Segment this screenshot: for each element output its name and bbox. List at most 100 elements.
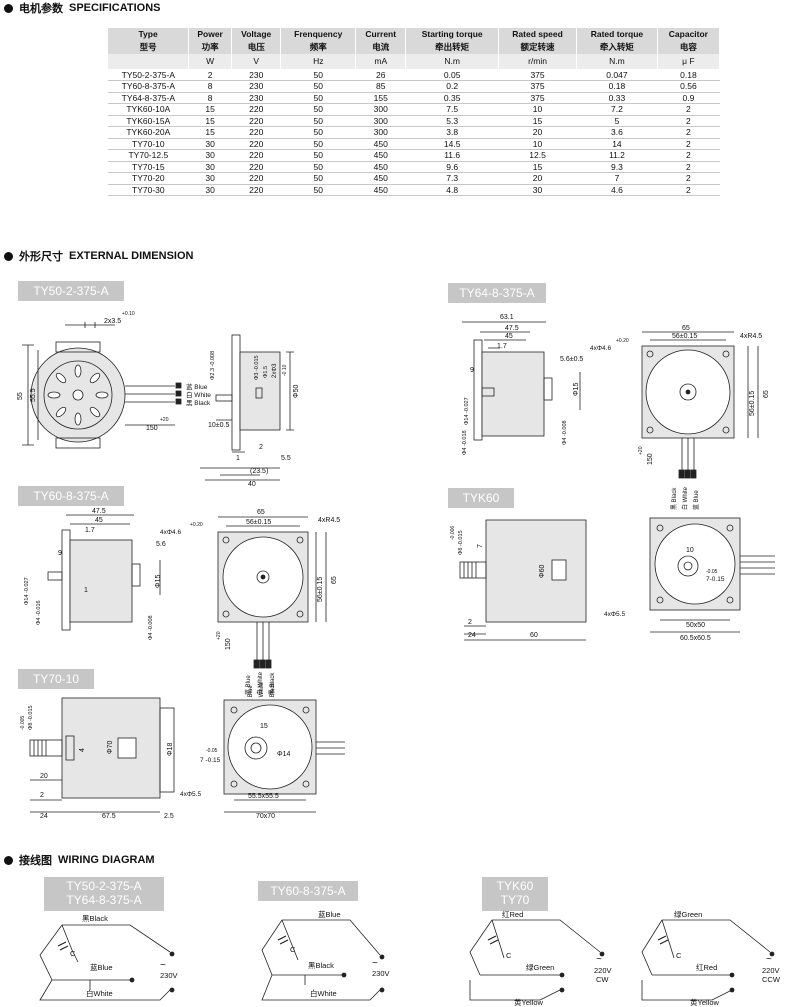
table-header-unit-1: W — [188, 54, 233, 69]
ty60-s1: Φ14 -0.027 — [24, 577, 30, 605]
table-cell: 3.8 — [405, 126, 499, 139]
tag-ty64: TY64-8-375-A — [448, 283, 546, 303]
ty50-bottom-flange — [55, 437, 101, 449]
tyk60-s1: Φ8 -0.015 — [458, 530, 464, 555]
wiring-diagram-2 — [261, 919, 385, 1001]
table-cell: 220 — [231, 161, 281, 173]
ty70-s1: Φ8 -0.015 — [28, 705, 34, 730]
ty50-wire-blue: 蓝 Blue — [186, 382, 208, 391]
section-title-cn: 外形尺寸 — [19, 251, 63, 263]
ty64-front-labels: 4xΦ4.6 +0.20 65 56±0.15 4xR4.5 56±0.15 6… — [590, 325, 770, 510]
wiring-3-v: 220V — [594, 966, 612, 975]
tyk60-side-body — [485, 519, 587, 623]
tyk60-side-view — [459, 519, 587, 641]
wiring-4-labels: 绿Green 红Red 黄Yellow C ~ 220V CCW — [674, 910, 781, 1007]
wiring-3-ac: ~ — [596, 954, 602, 965]
ty50-wire-black: 黑 Black — [186, 399, 211, 407]
table-cell: 230 — [231, 69, 281, 81]
table-cell: 4.6 — [576, 184, 658, 196]
table-cell: 30 — [498, 184, 577, 196]
ty60-wire-blue: 蓝 Blue — [246, 685, 254, 705]
section-title-en: SPECIFICATIONS — [69, 2, 161, 14]
wiring-diagram-1 — [39, 924, 175, 1001]
table-cell: 15 — [188, 103, 232, 116]
ty64-side-plate — [473, 339, 483, 441]
table-cell: 8 — [188, 92, 232, 104]
table-cell: 50 — [280, 149, 356, 162]
tyk60-side-labels: Φ8 -0.015 -0.006 7 Φ60 2 24 60 — [450, 526, 546, 639]
ty50-len-tol: +20 — [160, 417, 169, 423]
table-header-unit-0 — [108, 54, 190, 69]
tyk60-holes: 4xΦ5.5 — [604, 611, 625, 618]
table-cell: 7.5 — [405, 103, 499, 116]
table-cell: 50 — [280, 161, 356, 173]
wiring-2-v: 230V — [372, 969, 390, 978]
ty60-side-view — [47, 514, 161, 631]
ty64-side-body — [481, 351, 545, 437]
table-cell: TYK60-20A — [108, 126, 189, 139]
ty70-w1: 55.5x55.5 — [248, 793, 279, 800]
ty60-front-labels: 4xΦ4.6 +0.20 65 56±0.15 4xR4.5 56±0.15 6… — [160, 509, 340, 705]
wiring-4-yellow: 黄Yellow — [690, 997, 719, 1007]
table-cell: 30 — [188, 138, 232, 150]
ty50-s4: 2xΦ3 — [272, 363, 278, 378]
table-cell: TYK60-15A — [108, 115, 189, 127]
wiring-1-coils — [39, 924, 91, 1001]
table-cell: 0.18 — [657, 69, 720, 81]
ty70-n25: 2.5 — [164, 813, 174, 820]
ty50-b4: 5.5 — [281, 455, 291, 462]
table-cell: 2 — [657, 161, 720, 173]
ty50-b6: 40 — [248, 481, 256, 488]
ty50-front-view — [22, 322, 182, 449]
tyk60-n10: 10 — [686, 547, 694, 554]
ty70-tol: -0.05 — [206, 748, 218, 754]
ty70-wire-blue: 蓝 Blue — [244, 675, 252, 695]
ty50-side-labels: Φ2.3 -0.008 Φ3 -0.015 Φ1.5 2xΦ3 Φ50 -0.1… — [208, 351, 300, 488]
table-cell: TY70-12.5 — [108, 149, 189, 162]
wiring-1-c: C — [70, 949, 76, 958]
ty50-side-view — [200, 334, 294, 481]
table-cell: 0.56 — [657, 80, 720, 93]
table-cell: 50 — [280, 92, 356, 104]
ty64-w2: 47.5 — [505, 325, 519, 332]
ty70-n24: 24 — [40, 813, 48, 820]
ty50-h1: 55 — [17, 392, 24, 400]
ty64-w3: 45 — [505, 333, 513, 340]
table-header-cn-6: 额定转速 — [498, 41, 578, 54]
table-cell: 50 — [280, 80, 356, 93]
table-header-7: Rated torque — [576, 28, 658, 41]
section-dimension-title: 外形尺寸 EXTERNAL DIMENSION — [4, 248, 193, 264]
wiring-2-c: C — [290, 945, 296, 954]
ty70-dia: Φ70 — [107, 741, 114, 754]
table-cell: 2 — [657, 172, 720, 185]
table-cell: 2 — [657, 103, 720, 116]
ty50-side-plate — [231, 334, 241, 451]
ty64-w6: 56±0.15 — [672, 333, 697, 340]
ty60-side-plate — [61, 529, 71, 631]
ty60-n9: 9 — [58, 550, 62, 557]
table-cell: TYK60-10A — [108, 103, 189, 116]
wiring-3-labels: 红Red 绿Green 黄Yellow C ~ 220V CW — [502, 909, 612, 1007]
tyk60-n60: 60 — [530, 632, 538, 639]
ty50-h-dim — [22, 344, 34, 446]
ty70-n2: 2 — [40, 792, 44, 799]
wiring-3-c: C — [506, 951, 512, 960]
wiring-1-white: 白White — [86, 988, 113, 998]
tyk60-front-view — [649, 517, 775, 633]
ty60-len: 150 — [225, 638, 232, 650]
table-header-unit-5: N.m — [405, 54, 499, 69]
table-cell: 11.6 — [405, 149, 499, 162]
table-cell: 50 — [280, 69, 356, 81]
ty70-front-labels: 蓝 Blue 白 White 黑 Black 15 Φ14 -0.05 7 -0… — [180, 671, 290, 820]
table-cell: TY70-15 — [108, 161, 189, 173]
ty60-w2: 45 — [95, 517, 103, 524]
ty64-holes-tol: +0.20 — [616, 338, 629, 344]
table-cell: 375 — [498, 80, 577, 93]
ty64-b2: Φ15 — [573, 383, 580, 396]
tag-wiring-1-line2: TY64-8-375-A — [66, 893, 142, 907]
table-cell: 375 — [498, 92, 577, 104]
ty64-s2: Φ4 -0.018 — [462, 430, 468, 455]
